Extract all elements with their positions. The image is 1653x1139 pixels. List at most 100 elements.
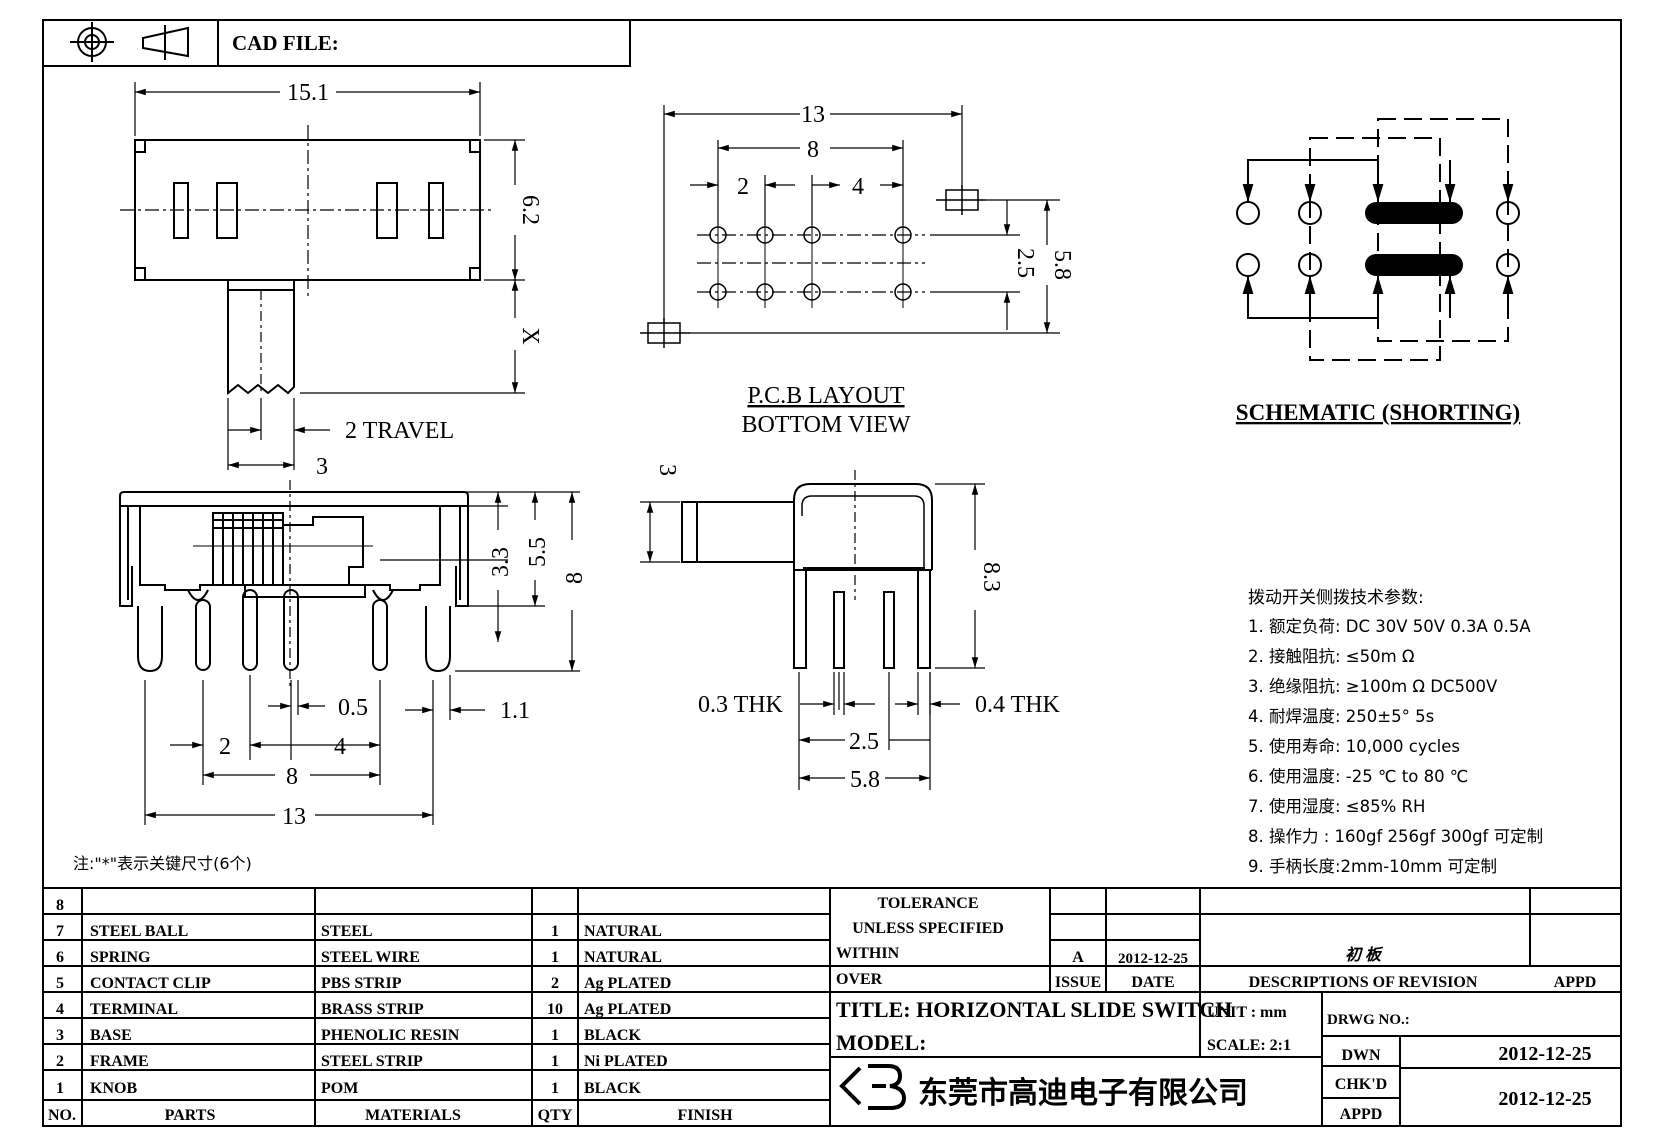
bom-header: NO. xyxy=(48,1107,76,1124)
bom-cell: 1 xyxy=(551,1027,559,1044)
drwg-no-label: DRWG NO.: xyxy=(1327,1012,1410,1028)
spec-item: 1. 额定负荷: DC 30V 50V 0.3A 0.5A xyxy=(1248,617,1531,636)
title-block: TOLERANCE UNLESS SPECIFIED WITHIN OVER A… xyxy=(836,895,1596,1123)
end-dim-8-3: 8.3 xyxy=(978,562,1004,592)
bom-cell: NATURAL xyxy=(584,923,662,940)
chkd-label: CHK'D xyxy=(1335,1076,1387,1093)
side-dim-2: 2 xyxy=(219,734,231,760)
bom-cell: PHENOLIC RESIN xyxy=(321,1027,460,1044)
bom-cell: Ag PLATED xyxy=(584,975,671,992)
within-label: WITHIN xyxy=(836,945,900,962)
bom-header: MATERIALS xyxy=(365,1107,461,1124)
bom-cell: 3 xyxy=(56,1027,64,1044)
bom-header: PARTS xyxy=(165,1107,216,1124)
bom-cell: 1 xyxy=(56,1080,64,1097)
bom-cell: NATURAL xyxy=(584,949,662,966)
pcb-dim-5-8: 5.8 xyxy=(1049,250,1075,280)
bom-cell: BASE xyxy=(90,1027,132,1044)
scale-label: SCALE: 2:1 xyxy=(1207,1037,1291,1054)
bom-cell: 1 xyxy=(551,1053,559,1070)
bom-cell: 7 xyxy=(56,923,64,940)
pcb-label-line1: P.C.B LAYOUT xyxy=(747,383,904,409)
bom-cell: Ag PLATED xyxy=(584,1001,671,1018)
pcb-dim-4: 4 xyxy=(852,174,864,200)
bom-cell: KNOB xyxy=(90,1080,137,1097)
tolerance-line1: TOLERANCE xyxy=(877,895,978,912)
dwn-label: DWN xyxy=(1341,1047,1381,1064)
title-block-grid xyxy=(830,888,1621,1126)
tolerance-line2: UNLESS SPECIFIED xyxy=(852,920,1004,937)
end-thk-right: 0.4 THK xyxy=(975,692,1061,718)
schematic-title: SCHEMATIC (SHORTING) xyxy=(1236,400,1520,425)
drawing-title: TITLE: HORIZONTAL SLIDE SWITCH xyxy=(836,997,1232,1022)
end-view-dimensions xyxy=(640,483,985,790)
pcb-dimensions xyxy=(663,105,1060,334)
date-value: 2012-12-25 xyxy=(1118,951,1188,967)
bom-table: 8 7 STEEL BALL STEEL 1 NATURAL 6 SPRING … xyxy=(48,897,733,1124)
top-view-dimensions xyxy=(134,82,525,470)
bom-cell: BLACK xyxy=(584,1080,641,1097)
pcb-dim-13: 13 xyxy=(801,102,825,128)
bom-cell: 4 xyxy=(56,1001,64,1018)
pcb-dim-2-5: 2.5 xyxy=(1012,248,1038,278)
top-width-dim: 15.1 xyxy=(287,80,329,106)
bom-cell: 10 xyxy=(547,1001,563,1018)
pcb-dim-8: 8 xyxy=(807,137,819,163)
projection-symbol-icon xyxy=(70,22,189,62)
bom-table-grid xyxy=(43,887,1621,1126)
side-dim-5-5: 5.5 xyxy=(525,537,551,567)
bom-cell: POM xyxy=(321,1080,358,1097)
bom-cell: 8 xyxy=(56,897,64,914)
spec-item: 7. 使用湿度: ≤85% RH xyxy=(1248,797,1425,816)
bom-cell: SPRING xyxy=(90,949,151,966)
chk-date: 2012-12-25 xyxy=(1498,1088,1591,1110)
side-dim-3-3: 3.3 xyxy=(488,547,514,577)
knob-x-dim: X xyxy=(517,327,543,344)
specs-title: 拨动开关侧拨技术参数: xyxy=(1248,588,1424,608)
spec-item: 6. 使用温度: -25 ℃ to 80 ℃ xyxy=(1248,767,1468,786)
end-view xyxy=(681,470,933,669)
key-dimension-note: 注:"*"表示关键尺寸(6个) xyxy=(73,854,252,873)
bom-cell: 2 xyxy=(551,975,559,992)
spec-item: 3. 绝缘阻抗: ≥100m Ω DC500V xyxy=(1248,677,1498,696)
model-label: MODEL: xyxy=(836,1030,926,1055)
dwn-date: 2012-12-25 xyxy=(1498,1043,1591,1065)
sheet-frame xyxy=(42,19,1622,1127)
shorting-contact-bars xyxy=(1365,202,1463,276)
side-view xyxy=(119,480,469,690)
end-dim-3: 3 xyxy=(654,464,680,476)
bom-cell: Ni PLATED xyxy=(584,1053,668,1070)
issue-value: A xyxy=(1072,949,1084,966)
bom-cell: 6 xyxy=(56,949,64,966)
top-view xyxy=(120,125,495,396)
schematic-diagram xyxy=(1236,118,1520,361)
bom-cell: 1 xyxy=(551,949,559,966)
side-dim-1-1: 1.1 xyxy=(500,698,530,724)
bom-cell: 2 xyxy=(56,1053,64,1070)
bom-cell: STEEL xyxy=(321,923,373,940)
side-dim-8-pitch: 8 xyxy=(286,764,298,790)
bom-cell: BRASS STRIP xyxy=(321,1001,424,1018)
knob-width-dim: 3 xyxy=(316,454,328,480)
side-view-dimensions xyxy=(144,491,580,825)
bom-cell: STEEL WIRE xyxy=(321,949,420,966)
bom-cell: STEEL BALL xyxy=(90,923,188,940)
spec-item: 4. 耐焊温度: 250±5° 5s xyxy=(1248,707,1434,726)
appd2-label: APPD xyxy=(1340,1106,1383,1123)
pcb-label-line2: BOTTOM VIEW xyxy=(741,412,910,438)
spec-item: 5. 使用寿命: 10,000 cycles xyxy=(1248,737,1460,756)
spec-item: 2. 接触阻抗: ≤50m Ω xyxy=(1248,647,1415,666)
company-name: 东莞市高迪电子有限公司 xyxy=(918,1076,1248,1111)
travel-dim: 2 TRAVEL xyxy=(345,418,454,444)
bom-cell: STEEL STRIP xyxy=(321,1053,423,1070)
bom-header: FINISH xyxy=(677,1107,733,1124)
cad-file-label: CAD FILE: xyxy=(232,31,339,55)
descriptions-label: DESCRIPTIONS OF REVISION xyxy=(1249,974,1478,991)
end-thk-left: 0.3 THK xyxy=(698,692,784,718)
pcb-layout xyxy=(640,185,986,348)
bom-cell: 1 xyxy=(551,1080,559,1097)
spec-item: 8. 操作力 : 160gf 256gf 300gf 可定制 xyxy=(1248,827,1543,846)
bom-cell: BLACK xyxy=(584,1027,641,1044)
side-dim-13: 13 xyxy=(282,804,306,830)
bom-cell: 1 xyxy=(551,923,559,940)
